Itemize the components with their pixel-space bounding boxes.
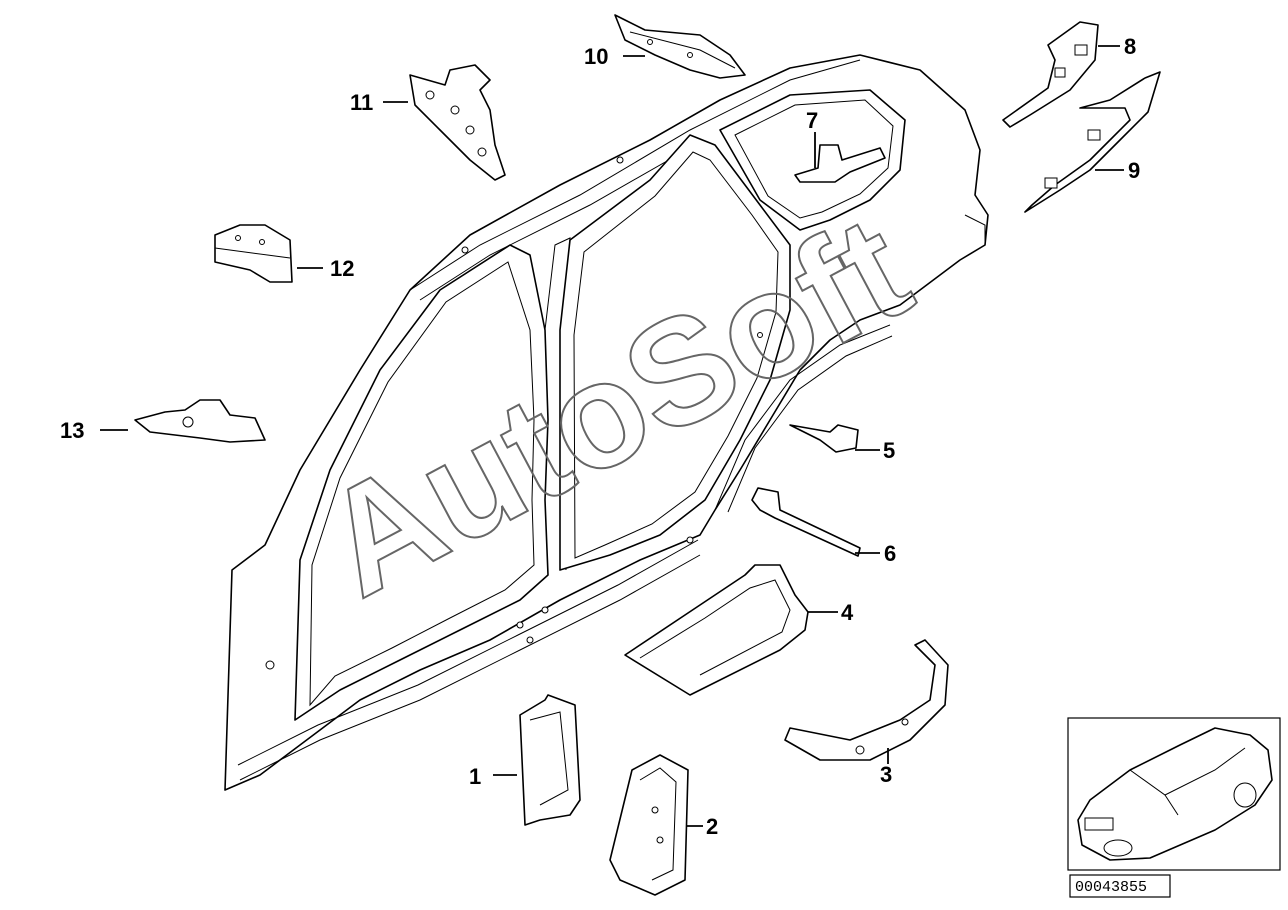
part-10-roof-bracket bbox=[614, 14, 746, 79]
part-5-small-bracket bbox=[789, 424, 859, 453]
part-4-wheelhouse-panel bbox=[624, 564, 809, 696]
callout-1: 1 bbox=[469, 764, 481, 789]
callout-11: 11 bbox=[350, 90, 373, 115]
part-7-window-bracket bbox=[794, 144, 886, 183]
callout-labels: 1 2 3 4 5 6 7 8 9 10 11 12 13 bbox=[60, 34, 1140, 839]
callout-12: 12 bbox=[330, 256, 354, 281]
callout-5: 5 bbox=[883, 438, 895, 463]
part-2-bracket bbox=[609, 754, 689, 896]
callout-3: 3 bbox=[880, 762, 892, 787]
side-frame-panel bbox=[224, 54, 989, 791]
document-id-box: 00043855 bbox=[1069, 874, 1171, 898]
vehicle-inset bbox=[1067, 717, 1281, 871]
part-9-rail-reinforcement bbox=[1024, 71, 1161, 213]
callout-9: 9 bbox=[1128, 158, 1140, 183]
part-3-arch-strip bbox=[784, 639, 949, 761]
part-1-pillar-reinforcement bbox=[519, 694, 581, 826]
callout-2: 2 bbox=[706, 814, 718, 839]
part-8-rail-bracket bbox=[1002, 21, 1099, 128]
callout-8: 8 bbox=[1124, 34, 1136, 59]
callout-10: 10 bbox=[584, 44, 608, 69]
callout-6: 6 bbox=[884, 541, 896, 566]
part-12-plate bbox=[214, 224, 293, 283]
part-11-gusset bbox=[409, 64, 506, 181]
callout-13: 13 bbox=[60, 418, 84, 443]
callout-4: 4 bbox=[841, 600, 854, 625]
document-id: 00043855 bbox=[1075, 879, 1147, 896]
part-6-strip-bracket bbox=[751, 487, 861, 557]
leader-lines bbox=[100, 45, 1124, 827]
callout-7: 7 bbox=[806, 108, 818, 133]
part-13-mount-plate bbox=[134, 399, 266, 443]
